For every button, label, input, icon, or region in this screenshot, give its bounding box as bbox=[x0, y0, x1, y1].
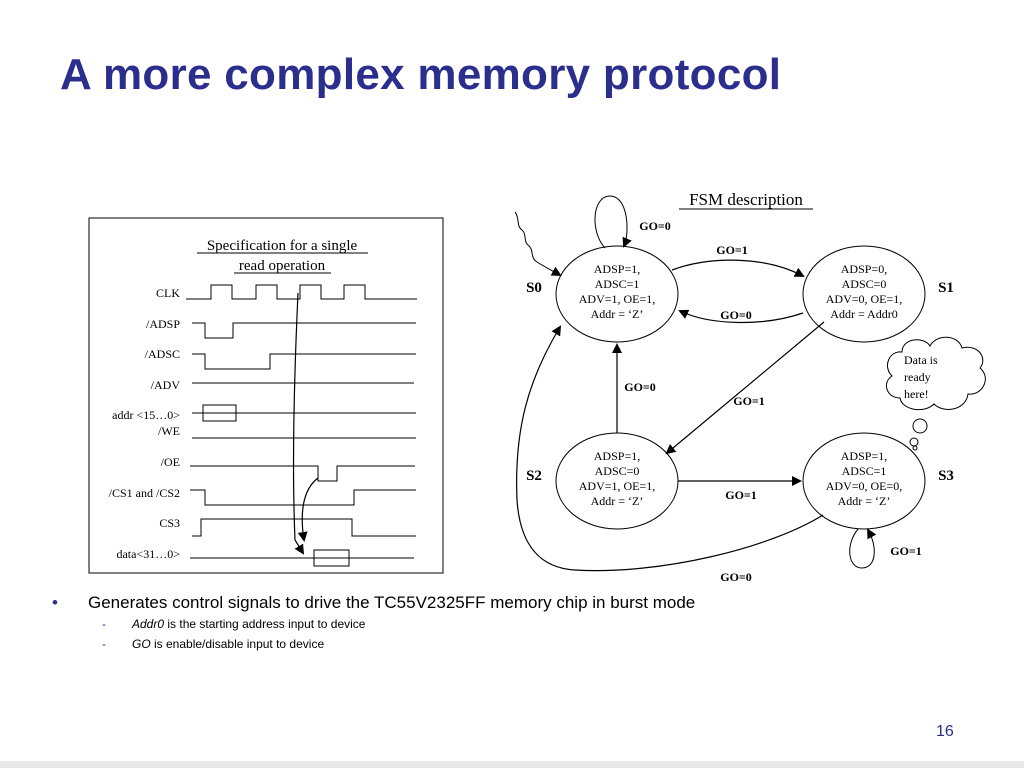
cloud-bubble-small bbox=[912, 445, 918, 451]
signal-label-clk: CLK bbox=[156, 286, 180, 300]
s0-line1: ADSP=1, bbox=[594, 262, 640, 276]
fsm-diagram: FSM description ADSP=1, ADSC=1 ADV=1, OE… bbox=[514, 190, 986, 584]
label-s3-to-s0: GO=0 bbox=[720, 570, 752, 584]
timing-frame bbox=[88, 217, 444, 574]
s2-line2: ADSC=0 bbox=[595, 464, 640, 478]
s3-line3: ADV=0, OE=0, bbox=[826, 479, 903, 493]
transition-s1-to-s0 bbox=[678, 309, 804, 324]
s0-line2: ADSC=1 bbox=[595, 277, 640, 291]
cloud-line1: Data is bbox=[904, 353, 938, 367]
state-s0-name: S0 bbox=[526, 280, 542, 296]
waveform-adsp bbox=[192, 322, 416, 339]
s0-line4: Addr = ‘Z’ bbox=[591, 307, 644, 321]
s2-line3: ADV=1, OE=1, bbox=[579, 479, 656, 493]
state-s1-name: S1 bbox=[938, 280, 954, 296]
waveform-cs3 bbox=[192, 518, 416, 537]
waveform-clk bbox=[186, 284, 417, 300]
transition-s3-self bbox=[849, 528, 877, 569]
cloud-line3: here! bbox=[904, 387, 929, 401]
s1-line2: ADSC=0 bbox=[842, 277, 887, 291]
label-s1-to-s0: GO=0 bbox=[720, 308, 752, 322]
signal-label-oe: /OE bbox=[161, 455, 180, 469]
cloud-bubble-large bbox=[912, 418, 928, 434]
label-s0-to-s1: GO=1 bbox=[716, 243, 748, 257]
sub-bullet-addr0: - Addr0 is the starting address input to… bbox=[52, 614, 952, 634]
state-s1-ellipse bbox=[802, 245, 926, 343]
cloud-bubble-medium bbox=[909, 437, 919, 447]
sub-bullet-marker: - bbox=[102, 617, 106, 631]
s3-line4: Addr = ‘Z’ bbox=[838, 494, 891, 508]
s1-line4: Addr = Addr0 bbox=[830, 307, 897, 321]
signal-label-addr: addr <15…0> bbox=[112, 408, 180, 422]
timing-title-line1: Specification for a single bbox=[207, 238, 358, 254]
signal-label-adv: /ADV bbox=[151, 378, 181, 392]
label-s0-self: GO=0 bbox=[639, 219, 671, 233]
state-s3-name: S3 bbox=[938, 468, 954, 484]
signal-label-we: /WE bbox=[158, 424, 180, 438]
fsm-title: FSM description bbox=[689, 190, 803, 209]
reset-arrow bbox=[514, 211, 562, 276]
bullet-list: • Generates control signals to drive the… bbox=[52, 592, 952, 654]
label-s2-to-s0: GO=0 bbox=[624, 380, 656, 394]
waveform-adsc bbox=[192, 353, 416, 370]
s3-line2: ADSC=1 bbox=[842, 464, 887, 478]
signal-label-adsp: /ADSP bbox=[146, 317, 180, 331]
slide-title: A more complex memory protocol bbox=[60, 50, 782, 99]
page-number: 16 bbox=[936, 723, 954, 740]
signal-label-data: data<31…0> bbox=[116, 547, 180, 561]
sub-bullet-go: - GO is enable/disable input to device bbox=[52, 634, 952, 654]
label-s3-self: GO=1 bbox=[890, 544, 922, 558]
signal-label-adsc: /ADSC bbox=[145, 347, 180, 361]
sub-bullet-marker: - bbox=[102, 637, 106, 651]
sub-bullet-text: is the starting address input to device bbox=[164, 617, 366, 631]
clk-to-data-arrow bbox=[292, 292, 305, 555]
sub-bullet-term: GO bbox=[132, 637, 151, 651]
transition-s0-to-s1 bbox=[671, 259, 805, 277]
bullet-main-text: Generates control signals to drive the T… bbox=[88, 593, 696, 612]
bullet-marker: • bbox=[52, 593, 58, 612]
waveform-data-box bbox=[313, 549, 350, 567]
data-ready-cloud: Data is ready here! bbox=[885, 336, 986, 451]
signal-label-cs3: CS3 bbox=[159, 516, 180, 530]
sub-bullet-text: is enable/disable input to device bbox=[150, 637, 325, 651]
sub-bullet-term: Addr0 bbox=[132, 617, 165, 631]
cloud-shape bbox=[885, 336, 986, 411]
oe-to-data-arrow bbox=[297, 477, 319, 542]
s3-line1: ADSP=1, bbox=[841, 449, 887, 463]
s2-line1: ADSP=1, bbox=[594, 449, 640, 463]
transition-s1-to-s2 bbox=[665, 321, 825, 455]
diagram-canvas: Specification for a single read operatio… bbox=[88, 190, 986, 584]
s1-line3: ADV=0, OE=1, bbox=[826, 292, 903, 306]
state-s2-name: S2 bbox=[526, 468, 542, 484]
transition-s3-to-s0 bbox=[516, 325, 824, 572]
label-s1-to-s2: GO=1 bbox=[733, 394, 765, 408]
waveform-oe bbox=[190, 465, 415, 482]
s1-line1: ADSP=0, bbox=[841, 262, 887, 276]
timing-diagram: Specification for a single read operatio… bbox=[88, 217, 444, 574]
label-s2-to-s3: GO=1 bbox=[725, 488, 757, 502]
state-s0-ellipse bbox=[555, 245, 679, 343]
bullet-main: • Generates control signals to drive the… bbox=[52, 592, 952, 614]
transition-s0-self bbox=[594, 195, 632, 249]
waveform-addr-box bbox=[202, 404, 237, 422]
s2-line4: Addr = ‘Z’ bbox=[591, 494, 644, 508]
cloud-line2: ready bbox=[904, 370, 931, 384]
timing-title-line2: read operation bbox=[239, 258, 326, 274]
signal-label-cs1-cs2: /CS1 and /CS2 bbox=[109, 486, 180, 500]
waveform-cs1-cs2 bbox=[190, 489, 416, 506]
s0-line3: ADV=1, OE=1, bbox=[579, 292, 656, 306]
footer-bar bbox=[0, 761, 1024, 768]
state-s3-ellipse bbox=[802, 432, 926, 530]
